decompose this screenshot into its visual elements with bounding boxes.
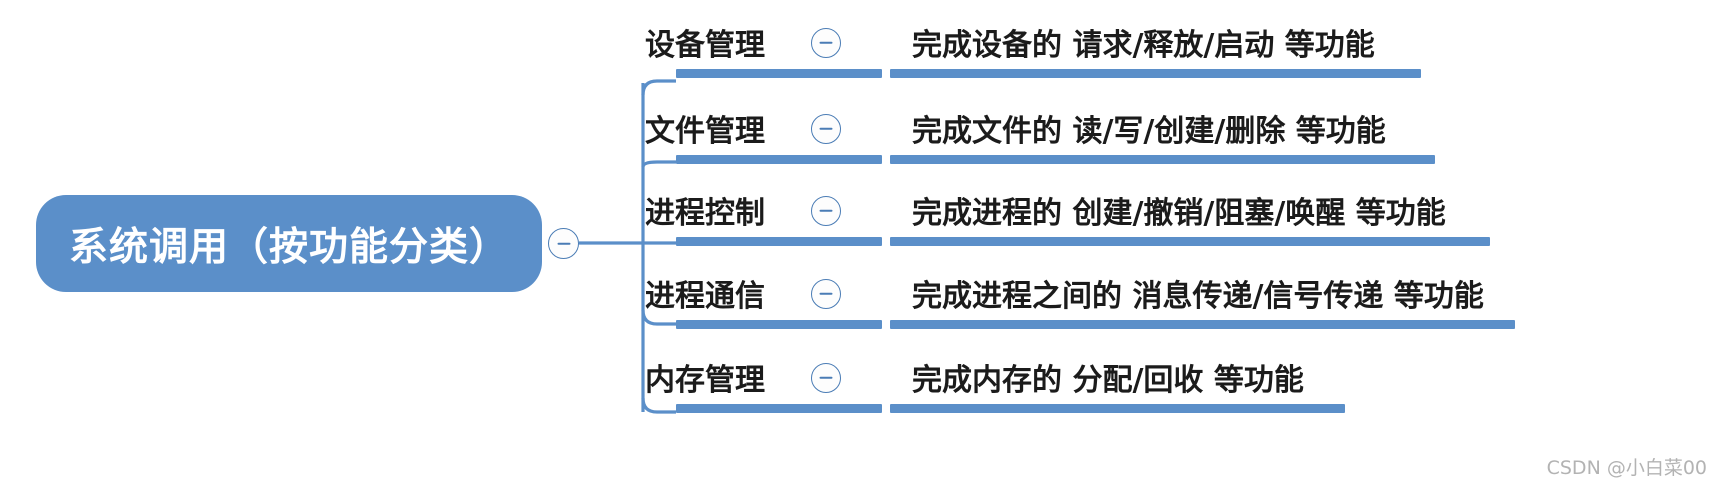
circle-minus-icon-4[interactable] xyxy=(811,279,841,309)
branch-underline-description-1 xyxy=(890,69,1421,78)
circle-minus-icon-1[interactable] xyxy=(811,28,841,58)
circle-minus-icon-5[interactable] xyxy=(811,363,841,393)
branch-underline-description-4 xyxy=(890,320,1515,329)
branch-description-5[interactable]: 完成内存的 分配/回收 等功能 xyxy=(912,363,1304,398)
branch-category-5[interactable]: 内存管理 xyxy=(645,363,765,398)
branch-description-4[interactable]: 完成进程之间的 消息传递/信号传递 等功能 xyxy=(912,279,1484,314)
branch-underline-category-3 xyxy=(676,237,882,246)
branch-description-2[interactable]: 完成文件的 读/写/创建/删除 等功能 xyxy=(912,114,1386,149)
branch-category-2[interactable]: 文件管理 xyxy=(645,114,765,149)
branch-underline-description-3 xyxy=(890,237,1490,246)
circle-minus-icon-root[interactable] xyxy=(548,228,579,259)
circle-minus-icon-3[interactable] xyxy=(811,196,841,226)
branch-category-3[interactable]: 进程控制 xyxy=(645,196,765,231)
branch-underline-category-2 xyxy=(676,155,882,164)
branch-underline-category-4 xyxy=(676,320,882,329)
branch-underline-description-5 xyxy=(890,404,1345,413)
branch-description-1[interactable]: 完成设备的 请求/释放/启动 等功能 xyxy=(912,28,1375,63)
circle-minus-icon-2[interactable] xyxy=(811,114,841,144)
branch-underline-description-2 xyxy=(890,155,1435,164)
branch-underline-category-5 xyxy=(676,404,882,413)
root-node-label: 系统调用（按功能分类） xyxy=(68,224,509,270)
branch-category-4[interactable]: 进程通信 xyxy=(645,279,765,314)
branch-description-3[interactable]: 完成进程的 创建/撤销/阻塞/唤醒 等功能 xyxy=(912,196,1446,231)
watermark: CSDN @小白菜00 xyxy=(1546,457,1707,479)
branch-category-1[interactable]: 设备管理 xyxy=(645,28,765,63)
root-node[interactable]: 系统调用（按功能分类） xyxy=(36,195,542,292)
branch-underline-category-1 xyxy=(676,69,882,78)
